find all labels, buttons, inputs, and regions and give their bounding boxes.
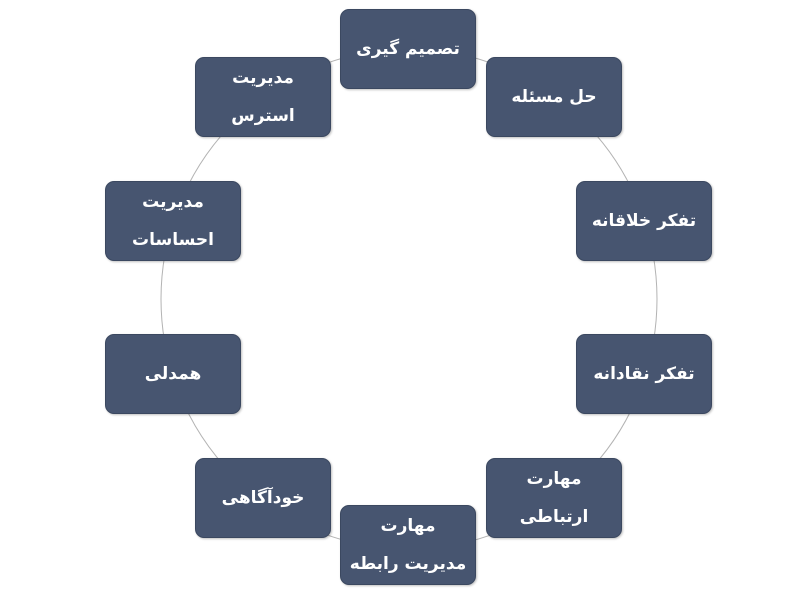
node-relationship-management: مهارت مدیریت رابطه [340,505,476,585]
node-label: مهارت ارتباطی [519,469,589,527]
node-self-awareness: خودآگاهی [195,458,331,538]
node-label: مدیریت احساسات [132,192,214,250]
node-label: مهارت مدیریت رابطه [349,516,467,574]
node-label: حل مسئله [511,87,597,107]
node-label: خودآگاهی [221,488,305,508]
node-empathy: همدلی [105,334,241,414]
node-creative-thinking: تفکر خلاقانه [576,181,712,261]
node-decision-making: تصمیم گیری [340,9,476,89]
node-label: تصمیم گیری [356,39,460,59]
node-problem-solving: حل مسئله [486,57,622,137]
node-communication-skill: مهارت ارتباطی [486,458,622,538]
node-critical-thinking: تفکر نقادانه [576,334,712,414]
node-label: همدلی [144,364,202,384]
node-label: تفکر خلاقانه [591,211,697,231]
node-emotion-management: مدیریت احساسات [105,181,241,261]
node-label: مدیریت استرس [231,68,295,126]
node-stress-management: مدیریت استرس [195,57,331,137]
node-label: تفکر نقادانه [593,364,695,384]
